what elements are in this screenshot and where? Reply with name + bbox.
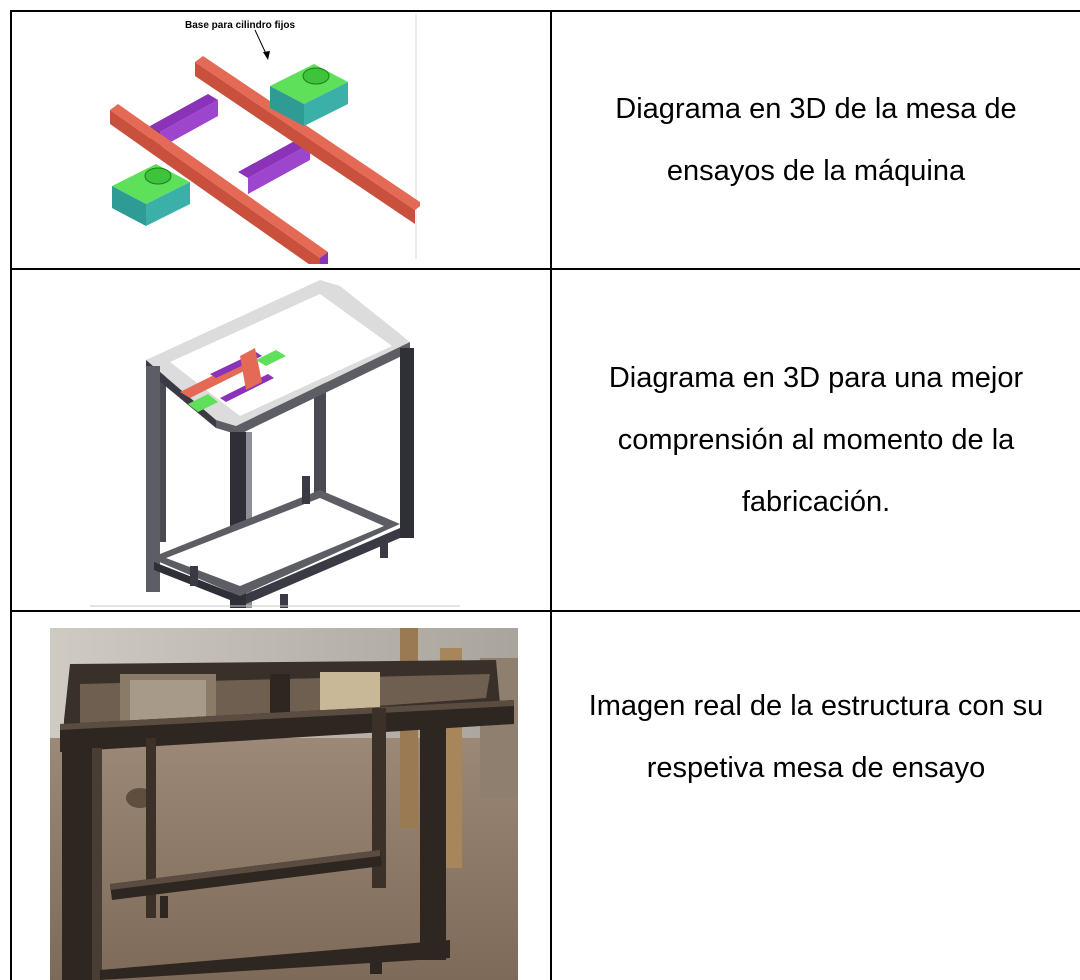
row1-line1: Diagrama en 3D de la mesa de — [615, 93, 1017, 125]
table-border-left — [10, 10, 12, 980]
row2-line1: Diagrama en 3D para una mejor — [608, 362, 1024, 394]
structure-photo — [50, 628, 518, 980]
table-column-divider — [550, 10, 552, 980]
test-table-3d-diagram: Base para cilindro fijos — [90, 14, 420, 264]
row1-description: Diagrama en 3D de la mesa de ensayos de … — [552, 12, 1080, 268]
row2-description: Diagrama en 3D para una mejor comprensió… — [552, 270, 1080, 610]
row3-description: Imagen real de la estructura con su resp… — [552, 612, 1080, 862]
table-border-top — [10, 10, 1080, 12]
row3-line1: Imagen real de la estructura con su — [588, 690, 1044, 722]
row3-line2: respetiva mesa de ensayo — [646, 752, 986, 784]
row2-line2: comprensión al momento de la — [617, 424, 1015, 456]
frame-3d-diagram — [80, 276, 480, 608]
diagram-callout-label: Base para cilindro fijos — [185, 20, 295, 31]
table-row-divider-1 — [10, 268, 1080, 270]
row2-line3: fabricación. — [741, 486, 891, 518]
figure-table: Base para cilindro fijos — [10, 10, 1080, 980]
row1-line2: ensayos de la máquina — [666, 155, 966, 187]
table-row-divider-2 — [10, 610, 1080, 612]
